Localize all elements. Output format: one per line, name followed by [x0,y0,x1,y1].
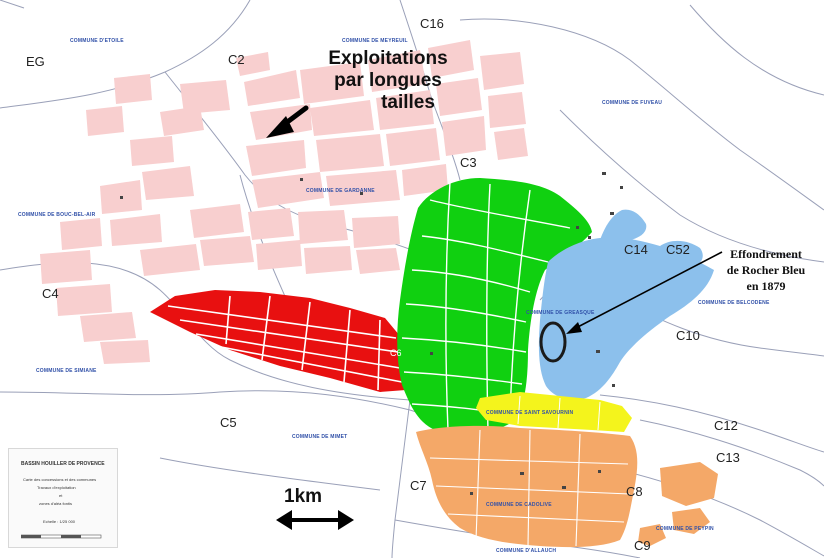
zone-label-c9: C9 [634,538,651,553]
commune-label-mimet: COMMUNE DE MIMET [292,434,348,440]
legend-title: BASSIN HOUILLER DE PROVENCE [21,461,105,467]
commune-label-greasque: COMMUNE DE GREASQUE [526,310,595,316]
zone-label-c16: C16 [420,16,444,31]
commune-label-peypin: COMMUNE DE PEYPIN [656,526,714,532]
zone-label-c5: C5 [220,415,237,430]
collapse-line-3: en 1879 [746,279,786,293]
orange-zone [416,425,718,548]
village-markers [120,172,623,495]
commune-label-bouc-bel-air: COMMUNE DE BOUC-BEL-AIR [18,212,96,218]
blue-zone [538,209,714,400]
zone-label-c6: C6 [390,348,402,358]
longwall-line-2: par longues [334,70,442,91]
commune-label-gardanne: COMMUNE DE GARDANNE [306,188,375,194]
collapse-annotation: Effondrement de Rocher Bleu en 1879 [712,246,820,294]
collapse-line-2: de Rocher Bleu [726,263,806,277]
zone-label-c12: C12 [714,418,738,433]
zone-label-c7: C7 [410,478,427,493]
collapse-line-1: Effondrement [730,247,802,261]
legend-scale-bar [21,534,102,539]
zone-label-c8: C8 [626,484,643,499]
zone-label-c14: C14 [624,242,648,257]
map-legend: BASSIN HOUILLER DE PROVENCE Carte des co… [8,448,118,548]
green-zone [397,178,592,434]
ellipse-marker-icon [539,251,723,363]
double-arrow-icon [276,510,354,530]
legend-line-2: Travaux d'exploitation [37,485,76,490]
legend-scale: Echelle : 1/25 000 [43,519,76,524]
longwall-annotation: Exploitations par longues tailles [300,48,476,114]
commune-label-fuveau: COMMUNE DE FUVEAU [602,100,663,106]
yellow-zone [476,392,632,432]
commune-label-cadolive: COMMUNE DE CADOLIVE [486,502,552,508]
legend-line-3: et [59,493,63,498]
commune-label-etoile: COMMUNE D'ETOILE [70,38,124,44]
longwall-line-1: Exploitations [328,48,448,69]
zone-label-c10: C10 [676,328,700,343]
zone-label-c13: C13 [716,450,740,465]
zone-label-c3: C3 [460,155,477,170]
zone-label-c52: C52 [666,242,690,257]
red-zone [150,290,406,392]
legend-line-1: Carte des concessions et des communes [23,477,97,482]
commune-label-belcodene: COMMUNE DE BELCODENE [698,300,770,306]
arrow-pointer-icon [266,105,309,138]
zone-label-eg: EG [26,54,45,69]
commune-label-simiane: COMMUNE DE SIMIANE [36,368,97,374]
zone-label-c2: C2 [228,52,245,67]
legend-line-4: zones d'aléa fontis [39,501,73,506]
commune-label-saint-savournin: COMMUNE DE SAINT SAVOURNIN [486,410,574,416]
longwall-line-3: tailles [381,92,435,113]
zone-label-c4: C4 [42,286,59,301]
commune-label-allauch: COMMUNE D'ALLAUCH [496,548,557,554]
scale-bar-label: 1km [284,486,323,507]
commune-label-meyreuil: COMMUNE DE MEYREUIL [342,38,408,44]
